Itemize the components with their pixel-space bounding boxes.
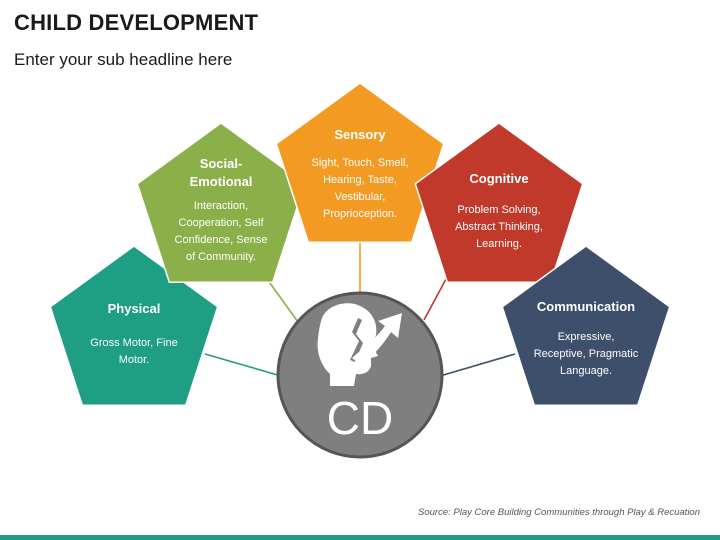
page-subtitle: Enter your sub headline here [14, 50, 233, 69]
center-node: CD [276, 291, 444, 459]
pentagon-body-communication: Language. [560, 365, 612, 377]
pentagon-shape-sensory [275, 82, 445, 243]
pentagon-body-physical: Motor. [119, 354, 150, 366]
source-note: Source: Play Core Building Communities t… [418, 507, 700, 518]
pentagon-title-social-emotional: Social- [200, 156, 243, 171]
pentagon-body-communication: Expressive, [558, 331, 615, 343]
pentagon-title-physical: Physical [108, 301, 161, 316]
pentagon-body-social-emotional: Cooperation, Self [179, 217, 265, 229]
pentagon-title-cognitive: Cognitive [469, 171, 528, 186]
center-label: CD [327, 392, 393, 444]
pentagon-body-sensory: Hearing, Taste, [323, 174, 397, 186]
pentagon-title-sensory: Sensory [334, 127, 386, 142]
pentagon-shape-cognitive [414, 122, 584, 283]
pentagon-body-physical: Gross Motor, Fine [90, 337, 177, 349]
pentagon-body-social-emotional: Interaction, [194, 200, 248, 212]
head-growth-arrow-icon [317, 303, 402, 386]
pentagon-body-cognitive: Problem Solving, [457, 204, 540, 216]
pentagon-body-sensory: Proprioception. [323, 208, 397, 220]
pentagon-shape-communication [501, 245, 671, 406]
connector-communication [439, 353, 516, 377]
pentagon-body-sensory: Sight, Touch, Smell, [311, 157, 408, 169]
pentagon-title-communication: Communication [537, 299, 635, 314]
pentagon-body-sensory: Vestibular, [335, 191, 386, 203]
connector-physical [204, 353, 282, 377]
pentagon-body-cognitive: Learning. [476, 238, 522, 250]
pentagon-shape-physical [49, 245, 219, 406]
pentagon-body-social-emotional: of Community. [186, 251, 256, 263]
pentagon-body-cognitive: Abstract Thinking, [455, 221, 543, 233]
pentagon-body-social-emotional: Confidence, Sense [175, 234, 268, 246]
pentagon-title-social-emotional: Emotional [190, 174, 253, 189]
bottom-accent-bar [0, 535, 720, 540]
pentagon-body-communication: Receptive, Pragmatic [534, 348, 639, 360]
page-title: CHILD DEVELOPMENT [14, 10, 259, 35]
